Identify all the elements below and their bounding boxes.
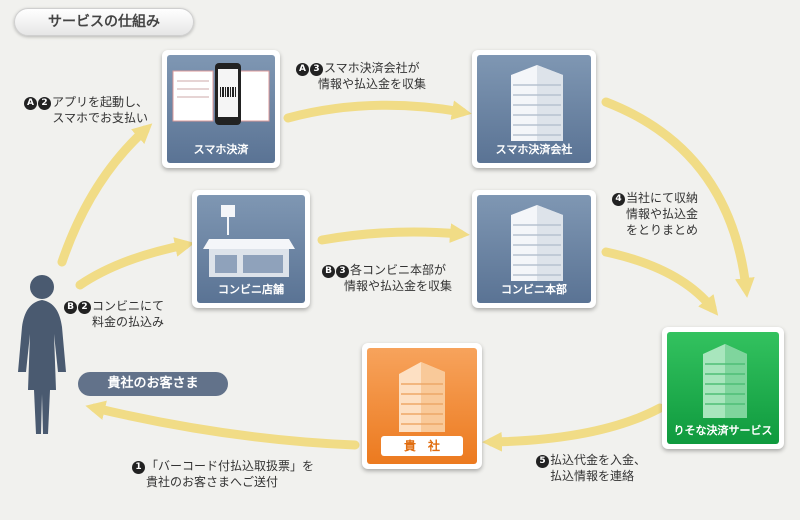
step-b2-line2: 料金の払込み	[92, 315, 165, 329]
step-5-line2: 払込情報を連絡	[550, 469, 635, 483]
step-1-line2: 貴社のお客さまへご送付	[146, 475, 279, 489]
step-a2-line2: スマホでお支払い	[52, 111, 148, 125]
konbini-hq-label: コンビニ本部	[501, 283, 567, 296]
badge-1: 1	[132, 461, 145, 474]
arrow-hq-to-risona	[601, 247, 719, 316]
step-a2-line1: アプリを起動し、	[51, 95, 148, 109]
step-b3-line1: 各コンビニ本部が	[350, 263, 447, 277]
badge-3: 3	[310, 63, 323, 76]
badge-2: 2	[37, 97, 51, 110]
phone-payment-label: スマホ決済	[193, 143, 249, 156]
client-building-icon	[399, 362, 445, 432]
arrow-store-to-hq	[317, 223, 470, 245]
konbini-hq-card: コンビニ本部	[472, 190, 596, 308]
section-title: サービスの仕組み	[14, 8, 194, 36]
risona-label: りそな決済サービス	[673, 424, 773, 437]
arrow-risona-to-client	[482, 403, 665, 452]
arrow-phone-to-company	[283, 100, 472, 123]
phone-barcode-icon	[172, 63, 270, 125]
store-label: コンビニ店舗	[218, 283, 284, 296]
phone-payment-card: スマホ決済	[162, 50, 280, 168]
badge-b: B	[322, 265, 335, 278]
step-1-line1: 「バーコード付払込取扱票」を	[146, 459, 315, 473]
step-4-line3: をとりまとめ	[626, 223, 699, 237]
badge-5: 5	[536, 455, 549, 468]
step-b2-line1: コンビニにて	[92, 299, 165, 313]
office-building-icon	[511, 65, 563, 141]
arrow-client-to-customer	[85, 400, 360, 450]
client-company-label: 貴 社	[381, 436, 463, 456]
badge-4: 4	[612, 193, 625, 206]
arrow-person-to-phone	[57, 123, 153, 267]
risona-card: りそな決済サービス	[662, 327, 784, 449]
convenience-store-icon	[203, 205, 295, 277]
risona-building-icon	[703, 344, 747, 418]
arrow-company-to-risona	[601, 97, 755, 298]
client-company-card: 貴 社	[362, 343, 482, 469]
customer-person-icon	[18, 275, 66, 434]
step-a3-line1: スマホ決済会社が	[324, 61, 420, 75]
store-card: コンビニ店舗	[192, 190, 310, 308]
step-5-line1: 払込代金を入金、	[550, 453, 647, 467]
arrow-person-to-store	[75, 237, 195, 290]
office-building-icon	[511, 205, 563, 281]
badge-3: 3	[336, 265, 349, 278]
badge-a: A	[23, 97, 37, 110]
phone-company-card: スマホ決済会社	[472, 50, 596, 168]
step-a3-line2: 情報や払込金を収集	[318, 77, 427, 91]
step-1-label: 1「バーコード付払込取扱票」を 貴社のお客さまへご送付	[132, 458, 314, 490]
badge-2: 2	[78, 301, 91, 314]
phone-company-label: スマホ決済会社	[495, 143, 573, 156]
client-customer-pill: 貴社のお客さま	[78, 372, 228, 396]
badge-a: A	[296, 63, 309, 76]
step-4-line1: 当社にて収納	[626, 191, 699, 205]
step-4-line2: 情報や払込金	[626, 207, 699, 221]
step-b3-line2: 情報や払込金を収集	[344, 279, 453, 293]
badge-b: B	[64, 301, 77, 314]
